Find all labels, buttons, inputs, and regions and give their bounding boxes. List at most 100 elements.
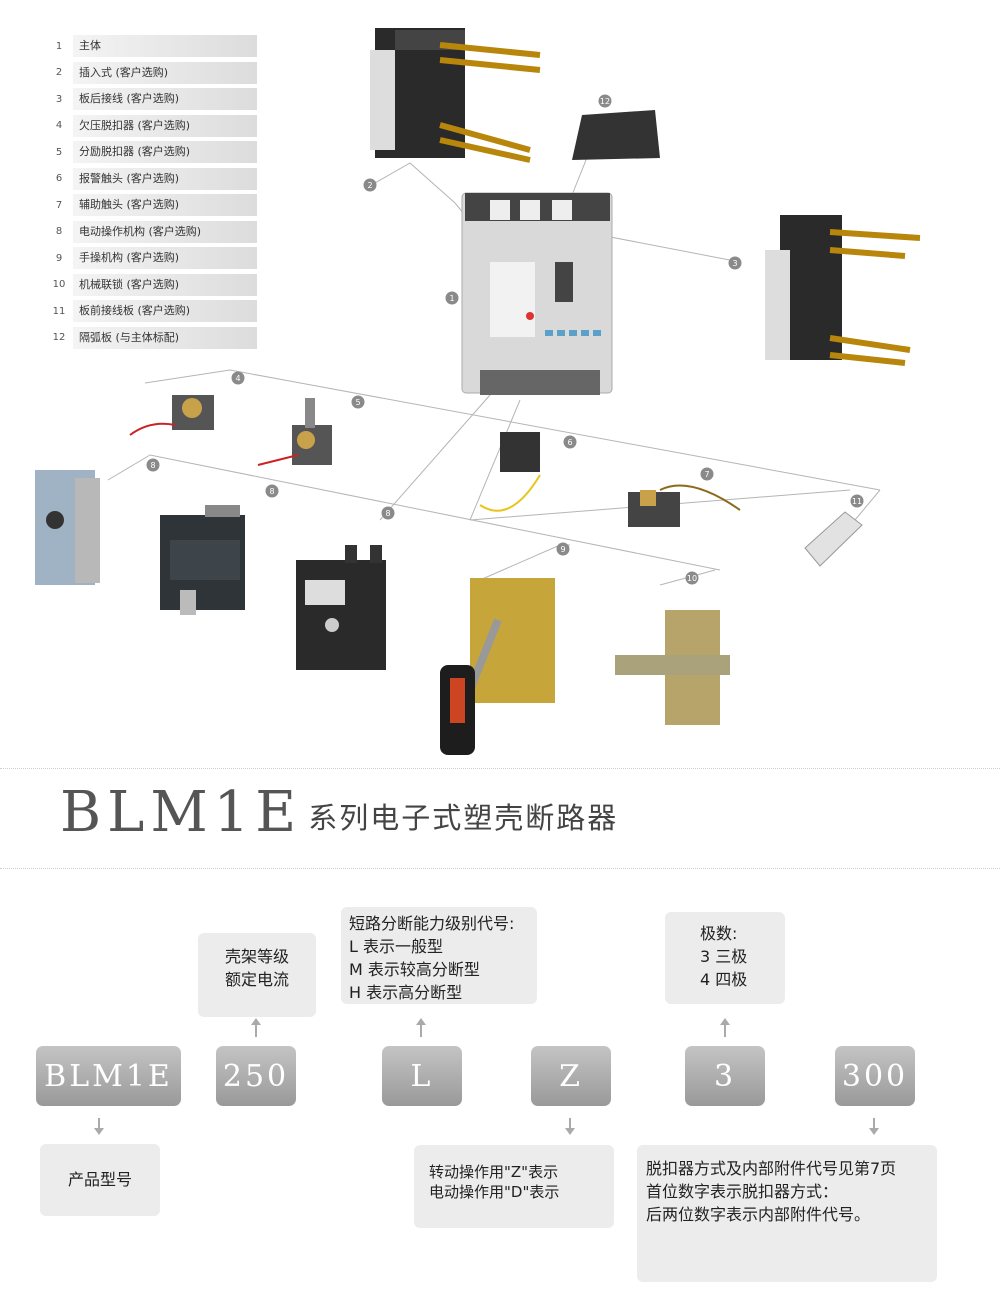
frame-rating-box: 壳架等级 额定电流: [198, 933, 316, 1017]
legend-number: 6: [55, 173, 63, 184]
callout-marker: 5: [351, 395, 365, 409]
page-title: BLM1E 系列电子式塑壳断路器: [60, 785, 618, 841]
legend-number: 10: [52, 279, 66, 290]
svg-text:1: 1: [449, 294, 454, 303]
alarm-contact-image: [479, 432, 541, 512]
svg-text:2: 2: [367, 181, 372, 190]
bottom-dotted-divider: [0, 868, 1000, 869]
svg-text:5: 5: [355, 398, 360, 407]
poles-line: 3 三极: [700, 947, 748, 966]
legend-label: 手操机构 (客户选购): [73, 247, 257, 269]
callout-marker: 10: [685, 571, 699, 585]
mechanical-interlock-image: [615, 610, 730, 725]
product-model-label: 产品型号: [67, 1170, 132, 1189]
arrow-stem: [420, 1025, 422, 1037]
rear-connection-image: [765, 215, 921, 366]
legend-number: 2: [55, 67, 63, 78]
svg-text:4: 4: [235, 374, 240, 383]
callout-marker: 3: [728, 256, 742, 270]
operation-mode-box: 转动操作用"Z"表示 电动操作用"D"表示: [414, 1145, 614, 1228]
legend-label: 分励脱扣器 (客户选购): [73, 141, 257, 163]
legend-number: 7: [55, 199, 63, 211]
down-arrow-icon: [94, 1128, 104, 1135]
svg-text:8: 8: [150, 461, 155, 470]
frame-rating-line: 壳架等级: [224, 947, 289, 966]
legend-label: 板后接线 (客户选购): [73, 88, 257, 110]
top-dotted-divider: [0, 768, 1000, 769]
release-code-line: 后两位数字表示内部附件代号。: [646, 1205, 871, 1224]
legend-label: 辅助触头 (客户选购): [73, 194, 257, 216]
legend-label: 插入式 (客户选购): [73, 61, 257, 84]
breaking-capacity-line: H 表示高分断型: [349, 983, 463, 1002]
callout-marker: 2: [363, 178, 377, 192]
release-code-line: 首位数字表示脱扣器方式：: [646, 1182, 839, 1201]
callout-marker: 4: [231, 371, 245, 385]
title-text: 系列电子式塑壳断路器: [308, 801, 619, 835]
breaking-capacity-line: M 表示较高分断型: [349, 960, 480, 979]
legend-row: 2 插入式 (客户选购): [45, 61, 257, 84]
legend-label: 主体: [73, 35, 257, 57]
legend-row: 1 主体: [45, 35, 257, 57]
legend-row: 9 手操机构 (客户选购): [45, 247, 257, 269]
motor-operator-image-3: [296, 545, 386, 670]
code-box-breaking-capacity: L: [382, 1046, 462, 1106]
undervoltage-release-image: [129, 395, 214, 436]
exploded-diagram: 1 2 3 4 5 6 7 8 8 8 9 10 11 12: [35, 28, 921, 755]
poles-line: 极数:: [700, 924, 738, 943]
legend-label: 欠压脱扣器 (客户选购): [73, 114, 257, 137]
breaking-capacity-line: L 表示一般型: [349, 937, 444, 956]
callout-marker: 12: [598, 94, 612, 108]
callout-marker: 8: [381, 506, 395, 520]
callout-markers: 1 2 3 4 5 6 7 8 8 8 9 10 11 12: [146, 94, 864, 585]
legend-row: 5 分励脱扣器 (客户选购): [45, 141, 257, 163]
svg-text:9: 9: [560, 545, 565, 554]
svg-text:10: 10: [687, 574, 697, 583]
legend-number: 1: [55, 40, 63, 52]
legend-number: 8: [55, 226, 63, 237]
motor-operator-image-2: [160, 505, 245, 615]
code-box-release: 300: [835, 1046, 915, 1106]
up-arrow-icon: [251, 1018, 261, 1025]
svg-text:11: 11: [852, 497, 862, 506]
motor-operator-image-1: [35, 470, 100, 585]
callout-marker: 9: [556, 542, 570, 556]
poles-box: 极数: 3 三极 4 四极: [665, 912, 785, 1004]
callout-marker: 11: [850, 494, 864, 508]
arrow-stem: [569, 1118, 571, 1128]
release-code-box: 脱扣器方式及内部附件代号见第7页 首位数字表示脱扣器方式： 后两位数字表示内部附…: [637, 1145, 937, 1282]
up-arrow-icon: [720, 1018, 730, 1025]
legend-number: 12: [52, 332, 66, 343]
callout-marker: 8: [146, 458, 160, 472]
breaking-capacity-line: 短路分断能力级别代号:: [349, 914, 515, 933]
svg-text:8: 8: [385, 509, 390, 518]
shunt-release-image: [257, 398, 332, 466]
down-arrow-icon: [565, 1128, 575, 1135]
legend-row: 10 机械联锁 (客户选购): [45, 273, 257, 296]
title-model: BLM1E: [60, 780, 303, 845]
arrow-stem: [724, 1025, 726, 1037]
legend-row: 7 辅助触头 (客户选购): [45, 194, 257, 216]
code-box-model: BLM1E: [36, 1046, 181, 1106]
legend-number: 5: [55, 146, 63, 158]
manual-operator-image: [440, 578, 555, 755]
auxiliary-contact-image: [628, 484, 741, 527]
legend-number: 9: [55, 252, 63, 264]
legend-number: 11: [52, 305, 66, 317]
connector-lines: [107, 114, 881, 586]
callout-marker: 6: [563, 435, 577, 449]
svg-text:6: 6: [567, 438, 572, 447]
svg-text:12: 12: [600, 97, 610, 106]
code-box-poles: 3: [685, 1046, 765, 1106]
legend-label: 机械联锁 (客户选购): [73, 273, 257, 296]
frame-rating-line: 额定电流: [224, 970, 289, 989]
plug-in-base-image: [370, 28, 541, 163]
front-connection-plate-image: [804, 511, 863, 567]
breaker-body-image: [461, 192, 613, 395]
